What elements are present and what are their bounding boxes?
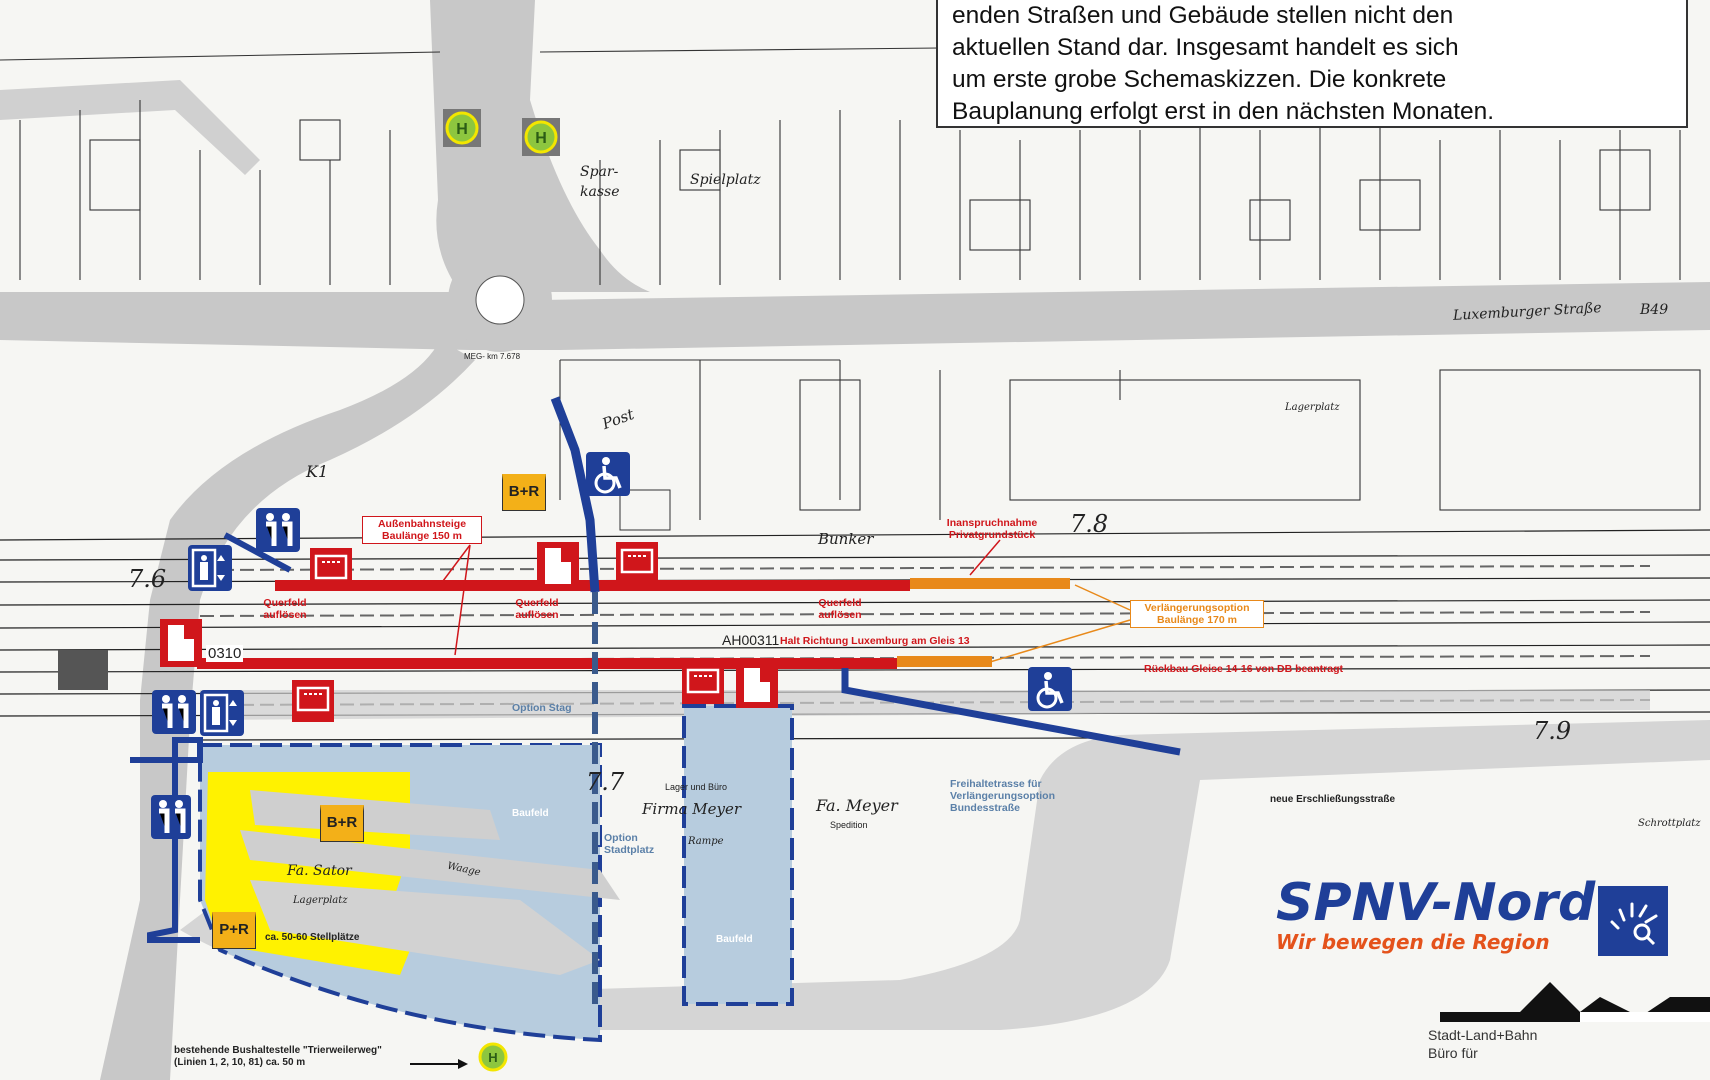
- text-fa-sator: Fa. Sator: [287, 863, 352, 879]
- note-line-2: aktuellen Stand dar. Insgesamt handelt e…: [952, 34, 1459, 61]
- note-line-3: um erste grobe Schemaskizzen. Die konkre…: [952, 66, 1447, 93]
- lift-icon: [200, 690, 244, 736]
- label-freihaltetrasse: Freihaltetrasse für Verlängerungsoption …: [950, 778, 1056, 814]
- shelter-icon: [682, 662, 724, 704]
- text-sparkasse: Spar- kasse: [580, 164, 620, 200]
- ticket-machine-icon: [160, 619, 202, 667]
- platform-south: [197, 658, 897, 669]
- bike-and-ride-icon: B+R: [320, 805, 364, 842]
- label-aussenbahnsteige: Außenbahnsteige Baulänge 150 m: [362, 516, 482, 544]
- label-querfeld-1: Querfeld auflösen: [263, 597, 307, 621]
- wheelchair-icon: [586, 452, 630, 496]
- buero-text: Stadt-Land+Bahn Büro für: [1428, 1027, 1538, 1061]
- note-line-4: Bauplanung erfolgt erst in den nächsten …: [952, 98, 1495, 125]
- access-path-east: [841, 668, 1181, 756]
- wheelchair-icon: [1028, 667, 1072, 711]
- label-verlaengerung: Verlängerungsoption Baulänge 170 m: [1130, 600, 1264, 628]
- spnv-nord-logo: SPNV-Nord Wir bewegen die Region: [1276, 876, 1595, 954]
- label-ah00311: AH00311: [722, 632, 780, 648]
- text-b49: B49: [1640, 302, 1669, 318]
- shelter-icon: [616, 542, 658, 582]
- svg-text:H: H: [488, 1050, 497, 1065]
- label-stellplaetze: ca. 50-60 Stellplätze: [265, 932, 360, 943]
- bus-stop-icon: H: [443, 109, 481, 147]
- label-rueckbau: Rückbau Gleise 14-16 von DB beantragt: [1144, 663, 1343, 675]
- text-schrottplatz: Schrottplatz: [1638, 818, 1701, 829]
- text-spedition: Spedition: [830, 820, 868, 830]
- label-inanspruchnahme: Inanspruchnahme Privatgrundstück: [946, 517, 1038, 541]
- text-bunker: Bunker: [818, 530, 874, 548]
- label-bushaltestelle: bestehende Bushaltestelle "Trierweilerwe…: [174, 1045, 382, 1068]
- text-k1: K1: [306, 462, 329, 481]
- road-k1: [100, 340, 475, 1080]
- label-option-stadtplatz: Option Stadtplatz: [604, 832, 655, 856]
- platform-north-extension: [910, 578, 1070, 589]
- stairs-icon: [256, 508, 300, 552]
- stadt-land-bahn-logo: [1440, 972, 1710, 1022]
- label-meg-km: MEG- km 7.678: [464, 352, 521, 361]
- label-neue-erschliessung: neue Erschließungsstraße: [1270, 794, 1396, 805]
- label-halt-richtung: Halt Richtung Luxemburg am Gleis 13: [780, 635, 970, 647]
- note-line-1: enden Straßen und Gebäude stellen nicht …: [952, 2, 1454, 29]
- ticket-machine-icon: [537, 542, 579, 590]
- text-fa-meyer: Fa. Meyer: [816, 796, 898, 815]
- stairs-icon: [151, 795, 191, 839]
- shelter-icon: [292, 680, 334, 722]
- bike-and-ride-icon: B+R: [502, 474, 546, 511]
- text-lager-buero: Lager und Büro: [665, 782, 728, 792]
- shelter-icon: [310, 548, 352, 588]
- svg-text:H: H: [535, 130, 547, 147]
- access-path-bunker: [550, 396, 600, 593]
- label-baufeld-1: Baufeld: [512, 808, 549, 819]
- label-querfeld-3: Querfeld auflösen: [818, 597, 862, 621]
- text-lagerplatz-east: Lagerplatz: [1285, 402, 1340, 413]
- lift-icon: [188, 545, 232, 591]
- text-spielplatz: Spielplatz: [690, 172, 761, 188]
- platform-south-extension: [897, 656, 992, 667]
- km-7-6: 7.6: [128, 565, 167, 593]
- spnv-emblem-icon: [1598, 886, 1668, 956]
- text-firma-meyer: Firma Meyer: [642, 800, 742, 818]
- baufeld-east: [682, 704, 794, 1006]
- km-7-8: 7.8: [1070, 510, 1109, 538]
- label-option-stag: Option Stag: [512, 702, 572, 714]
- label-querfeld-2: Querfeld auflösen: [515, 597, 559, 621]
- luxemburger-strasse: [0, 282, 1710, 350]
- km-7-7: 7.7: [586, 768, 625, 796]
- park-and-ride-icon: P+R: [212, 912, 256, 949]
- stairs-icon: [152, 690, 196, 734]
- logo-slogan: Wir bewegen die Region: [1276, 930, 1550, 954]
- disclaimer-note: enden Straßen und Gebäude stellen nicht …: [936, 0, 1688, 128]
- bus-stop-icon: H: [478, 1042, 508, 1072]
- km-7-9: 7.9: [1533, 717, 1572, 745]
- svg-text:H: H: [456, 121, 468, 138]
- label-baufeld-2: Baufeld: [716, 934, 753, 945]
- lower-road: [180, 720, 1710, 1030]
- bus-stop-icon: H: [522, 118, 560, 156]
- text-rampe: Rampe: [688, 836, 724, 847]
- label-0310: 0310: [206, 645, 244, 662]
- text-lagerplatz-sator: Lagerplatz: [293, 895, 348, 906]
- logo-name: SPNV-Nord: [1276, 873, 1596, 933]
- ticket-machine-icon: [736, 662, 778, 708]
- arrow-right-icon: [410, 1057, 470, 1069]
